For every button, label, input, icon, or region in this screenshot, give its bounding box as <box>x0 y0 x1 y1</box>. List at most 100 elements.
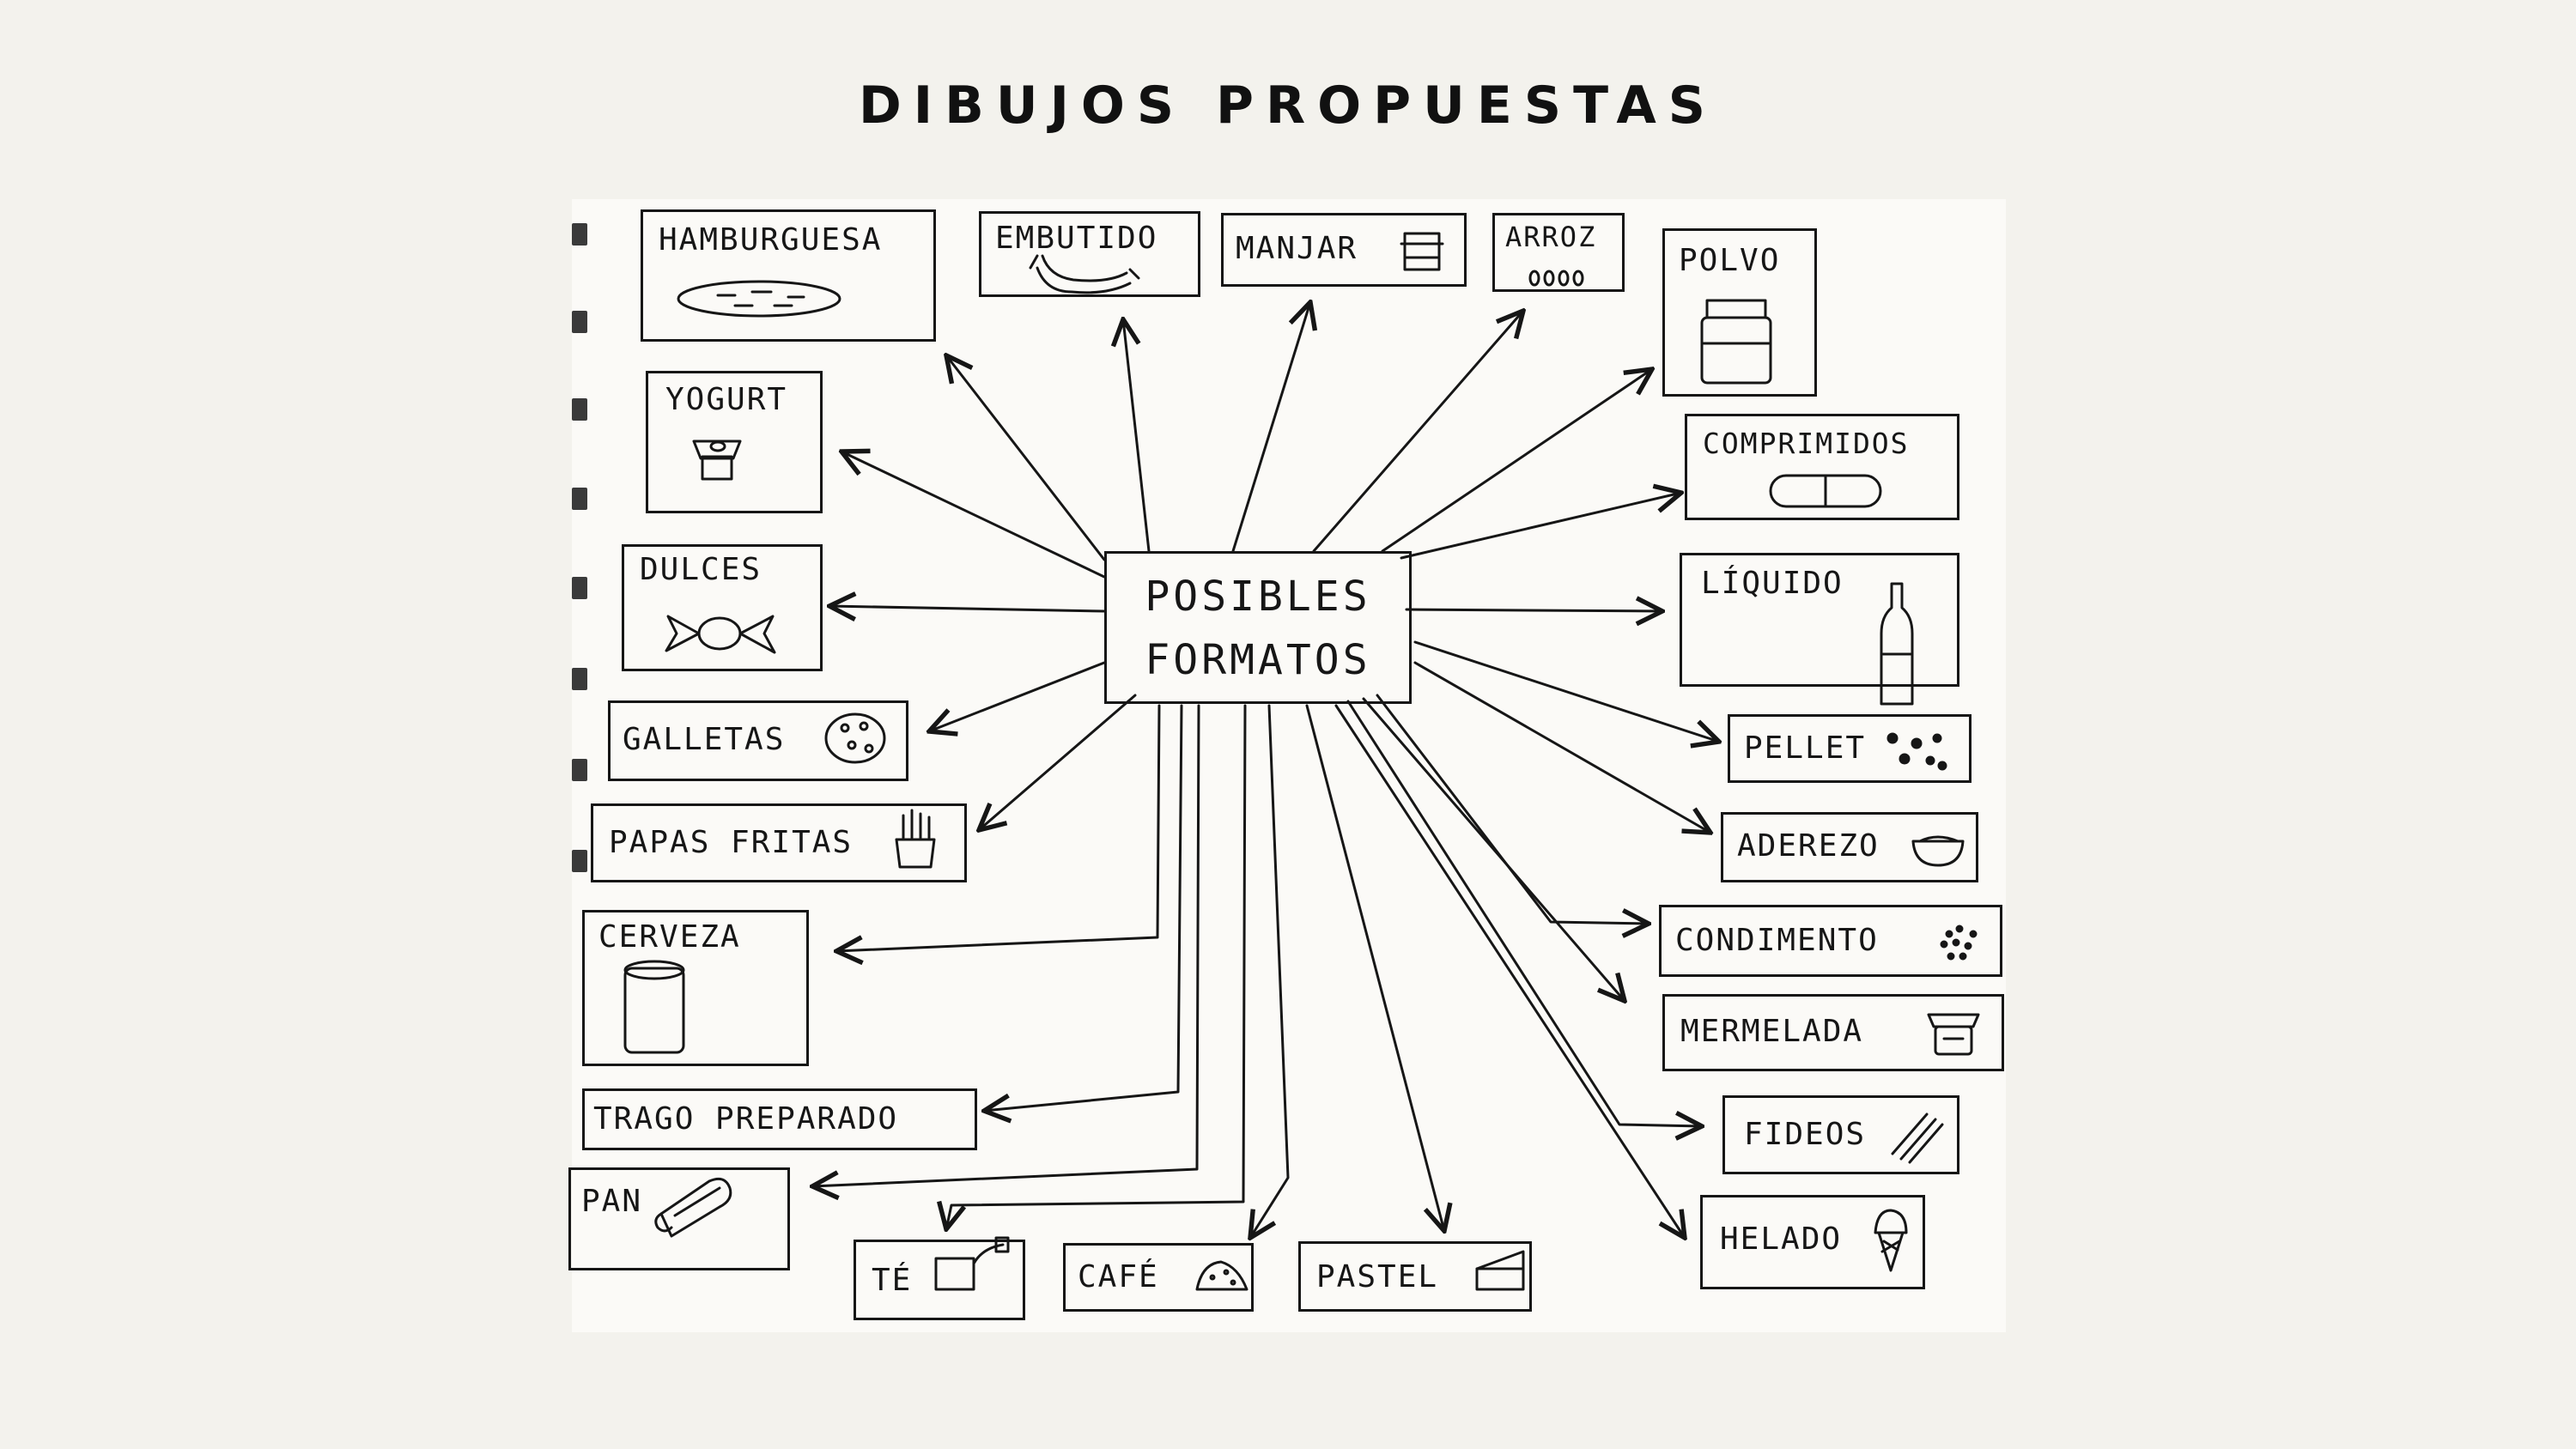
spiral-ring <box>572 223 587 246</box>
arrow-to-dulces <box>829 606 1106 611</box>
fries-icon <box>895 809 936 869</box>
arrow-to-trago-preparado <box>984 704 1183 1111</box>
jar-icon <box>1400 232 1444 271</box>
label-cafe: CAFÉ <box>1078 1259 1159 1294</box>
label-arroz: ARROZ <box>1505 221 1597 253</box>
jam-jar-icon <box>1927 1013 1980 1056</box>
center-node-posibles-formatos: POSIBLES FORMATOS <box>1104 551 1412 704</box>
pellets-icon <box>1886 732 1947 771</box>
box-cerveza: CERVEZA <box>582 910 809 1066</box>
label-condimento: CONDIMENTO <box>1675 923 1879 958</box>
box-galletas: GALLETAS <box>608 700 908 781</box>
arrow-to-mermelada <box>1362 697 1625 1001</box>
rice-grains-icon <box>1528 270 1584 287</box>
box-manjar: MANJAR <box>1221 213 1467 287</box>
label-cerveza: CERVEZA <box>598 919 741 955</box>
arrow-to-polvo <box>1381 369 1652 553</box>
box-te: TÉ <box>854 1240 1025 1320</box>
sausage-icon <box>1029 254 1140 294</box>
cake-slice-icon <box>1475 1250 1525 1291</box>
sketch-paper: POSIBLES FORMATOS HAMBURGUESA EMBUTIDO M… <box>568 199 2006 1332</box>
bottle-icon <box>1880 582 1914 706</box>
noodles-icon <box>1891 1113 1944 1164</box>
label-manjar: MANJAR <box>1236 231 1358 266</box>
bread-icon <box>654 1177 732 1238</box>
arrow-to-hamburguesa <box>946 355 1106 561</box>
box-comprimidos: COMPRIMIDOS <box>1685 414 1959 520</box>
box-fideos: FIDEOS <box>1722 1095 1959 1174</box>
arrow-to-arroz <box>1312 311 1523 553</box>
arrow-to-pellet <box>1413 640 1719 742</box>
arrow-to-yogurt <box>841 452 1106 579</box>
center-label-line2: FORMATOS <box>1145 636 1371 684</box>
label-galletas: GALLETAS <box>623 722 786 757</box>
label-pan: PAN <box>581 1184 643 1219</box>
powder-jar-icon <box>1700 299 1772 385</box>
center-label-line1: POSIBLES <box>1145 573 1371 621</box>
label-trago-preparado: TRAGO PREPARADO <box>593 1101 899 1137</box>
spiral-ring <box>572 311 587 333</box>
spiral-ring <box>572 850 587 872</box>
spiral-ring <box>572 759 587 781</box>
box-mermelada: MERMELADA <box>1662 994 2004 1071</box>
box-trago-preparado: TRAGO PREPARADO <box>582 1088 977 1150</box>
box-arroz: ARROZ <box>1492 213 1625 292</box>
capsule-icon <box>1769 474 1882 508</box>
seasoning-dots-icon <box>1940 925 1978 961</box>
box-papas-fritas: PAPAS FRITAS <box>591 803 967 882</box>
arrow-to-embutido <box>1123 319 1151 553</box>
arrow-to-te <box>946 704 1247 1229</box>
label-papas-fritas: PAPAS FRITAS <box>609 825 854 860</box>
box-pastel: PASTEL <box>1298 1241 1532 1312</box>
label-liquido: LÍQUIDO <box>1701 566 1844 601</box>
arrow-to-pan <box>812 704 1200 1186</box>
spiral-ring <box>572 488 587 510</box>
bowl-icon <box>1911 835 1965 867</box>
label-yogurt: YOGURT <box>665 382 788 417</box>
page-title: DIBUJOS PROPUESTAS <box>858 76 1717 136</box>
arrow-to-liquido <box>1405 609 1662 611</box>
box-pan: PAN <box>568 1167 790 1270</box>
label-polvo: POLVO <box>1679 243 1781 278</box>
box-yogurt: YOGURT <box>646 371 823 513</box>
patty-icon <box>677 280 841 318</box>
box-cafe: CAFÉ <box>1063 1243 1254 1312</box>
spiral-ring <box>572 398 587 421</box>
box-condimento: CONDIMENTO <box>1659 905 2002 977</box>
label-hamburguesa: HAMBURGUESA <box>659 222 883 258</box>
arrow-to-cafe <box>1250 704 1290 1238</box>
box-liquido: LÍQUIDO <box>1680 553 1959 687</box>
can-icon <box>623 960 685 1054</box>
arrow-to-papas-fritas <box>979 694 1137 830</box>
label-helado: HELADO <box>1720 1222 1843 1257</box>
arrow-to-cerveza <box>836 704 1161 951</box>
arrow-to-helado <box>1334 704 1685 1238</box>
arrow-to-aderezo <box>1413 661 1710 833</box>
box-helado: HELADO <box>1700 1195 1925 1289</box>
label-te: TÉ <box>872 1263 913 1298</box>
box-embutido: EMBUTIDO <box>979 211 1200 297</box>
label-embutido: EMBUTIDO <box>995 221 1158 256</box>
arrow-to-manjar <box>1231 302 1310 553</box>
spiral-ring <box>572 668 587 690</box>
box-polvo: POLVO <box>1662 228 1817 397</box>
label-fideos: FIDEOS <box>1744 1117 1867 1152</box>
label-dulces: DULCES <box>640 552 762 587</box>
candy-icon <box>665 615 776 654</box>
cookie-icon <box>824 712 886 764</box>
connector-arrows <box>623 232 1980 1291</box>
coffee-pile-icon <box>1195 1260 1249 1291</box>
box-dulces: DULCES <box>622 544 823 671</box>
tea-bag-icon <box>934 1236 1010 1291</box>
box-hamburguesa: HAMBURGUESA <box>641 209 936 342</box>
label-mermelada: MERMELADA <box>1680 1014 1864 1049</box>
yogurt-cup-icon <box>692 440 742 481</box>
label-aderezo: ADEREZO <box>1737 828 1880 864</box>
box-pellet: PELLET <box>1728 714 1971 783</box>
spiral-ring <box>572 577 587 599</box>
arrow-to-condimento <box>1376 694 1649 924</box>
arrow-to-pastel <box>1305 704 1444 1231</box>
arrow-to-comprimidos <box>1400 493 1681 560</box>
arrow-to-fideos <box>1346 700 1702 1126</box>
label-comprimidos: COMPRIMIDOS <box>1703 427 1910 460</box>
